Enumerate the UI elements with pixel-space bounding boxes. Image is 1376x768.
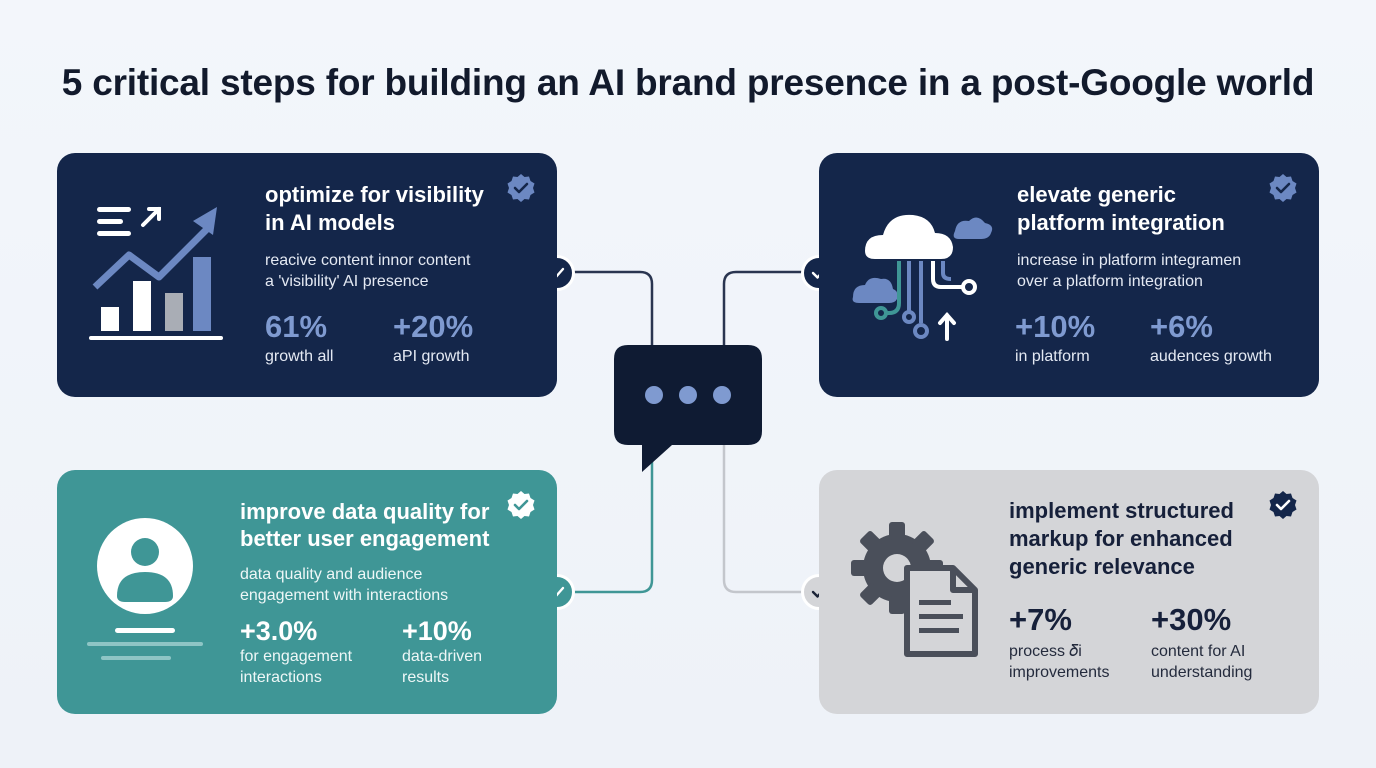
stat-label: results [402,669,450,686]
stat-label: aPI growth [393,348,470,365]
card-title-line2: markup for enhanced [1009,526,1233,551]
card-title-line2: better user engagement [240,526,490,551]
card-desc-line2: over a platform integration [1017,273,1203,290]
card-desc-line1: increase in platform integramen [1017,252,1242,269]
card-title-line1: improve data quality for [240,499,490,524]
card-title-line2: platform integration [1017,210,1225,235]
card-desc-line2: a 'visibility' AI presence [265,273,429,290]
stat-label: data-driven [402,648,483,665]
stat-label: content for AI [1151,643,1246,660]
card-title-line2: in AI models [265,210,395,235]
card-desc-line2: engagement with interactions [240,587,449,604]
stat-value: +3.0% [240,616,318,646]
stat-label: understanding [1151,664,1253,681]
check-badge-icon [1269,491,1297,519]
step-card-visibility: optimize for visibility in AI models rea… [57,153,557,397]
stat-value: +7% [1009,602,1072,637]
card-desc-line1: data quality and audience [240,566,423,583]
stat-label: for engagement [240,648,353,665]
cloud-network-icon [852,214,993,341]
stat-label: improvements [1009,664,1110,681]
check-badge-icon [1269,174,1297,202]
stat-label: in platform [1015,348,1090,365]
card-desc-line1: reacive content innor content [265,252,471,269]
card-title-line1: elevate generic [1017,182,1176,207]
gear-document-icon [851,522,978,657]
stat-value: +20% [393,309,474,344]
stat-label: process 𝛿i [1009,643,1082,660]
card-title-line1: implement structured [1009,498,1234,523]
stat-label: interactions [240,669,322,686]
check-badge-icon [507,174,535,202]
stat-value: 61% [265,309,328,344]
card-title-line1: optimize for visibility [265,182,484,207]
check-badge-icon [507,491,535,519]
stat-label: audences growth [1150,348,1272,365]
chat-bubble-icon [614,345,762,472]
step-card-data-quality: improve data quality for better user eng… [57,470,557,714]
stat-value: +30% [1151,602,1232,637]
stat-value: +10% [1015,309,1096,344]
step-card-platform-integration: elevate generic platform integration inc… [819,153,1319,397]
card-title-line3: generic relevance [1009,554,1195,579]
user-profile-icon [87,518,203,660]
stat-label: growth all [265,348,334,365]
stat-value: +10% [402,616,472,646]
page-title: 5 critical steps for building an AI bran… [61,62,1315,103]
stat-value: +6% [1150,309,1213,344]
growth-chart-icon [89,207,223,340]
step-card-structured-markup: implement structured markup for enhanced… [819,470,1319,714]
